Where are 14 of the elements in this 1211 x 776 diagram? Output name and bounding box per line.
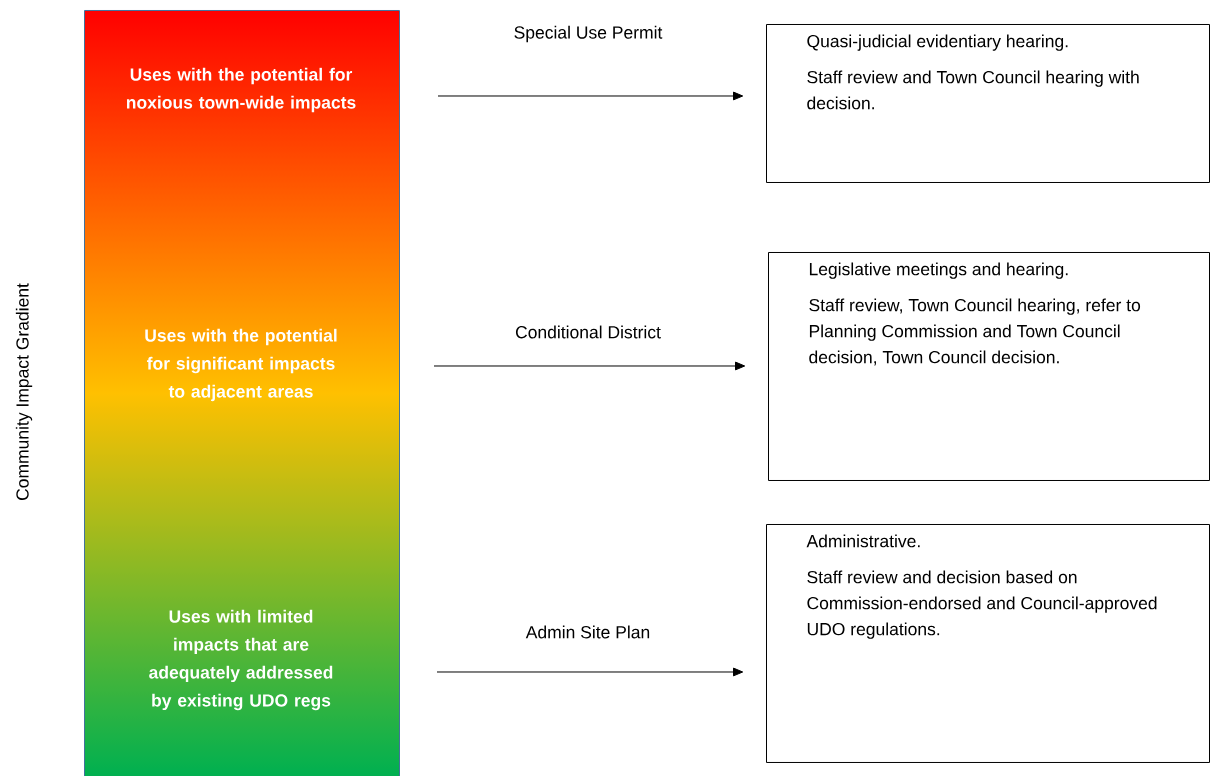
edge-label: Admin Site Plan (525, 625, 650, 639)
arrow (436, 667, 744, 677)
band-text: Uses with the potential for significant impacts to adjacent areas (145, 328, 337, 402)
arrow (437, 91, 744, 101)
process-box: Legislative meetings and hearing. Staff review, Town Council hearing, refer to Planning Commission and Town Council decision, Town Council decision. (768, 252, 1210, 481)
process-box: Quasi-judicial evidentiary hearing. Staff review and Town Council hearing with decision. (766, 24, 1210, 183)
edge-label: Conditional District (515, 325, 661, 339)
band-text: Uses with limited impacts that are adequately addressed by existing UDO regs (149, 609, 333, 711)
arrow (433, 361, 746, 371)
edge-label: Special Use Permit (514, 25, 663, 43)
band-text: Uses with the potential for noxious town-wide impacts (126, 67, 356, 113)
gradient-bar (84, 10, 400, 776)
process-box: Administrative. Staff review and decision based on Commission-endorsed and Council-approved UDO regulations. (766, 524, 1210, 763)
axis-label: Community Impact Gradient (15, 283, 33, 500)
